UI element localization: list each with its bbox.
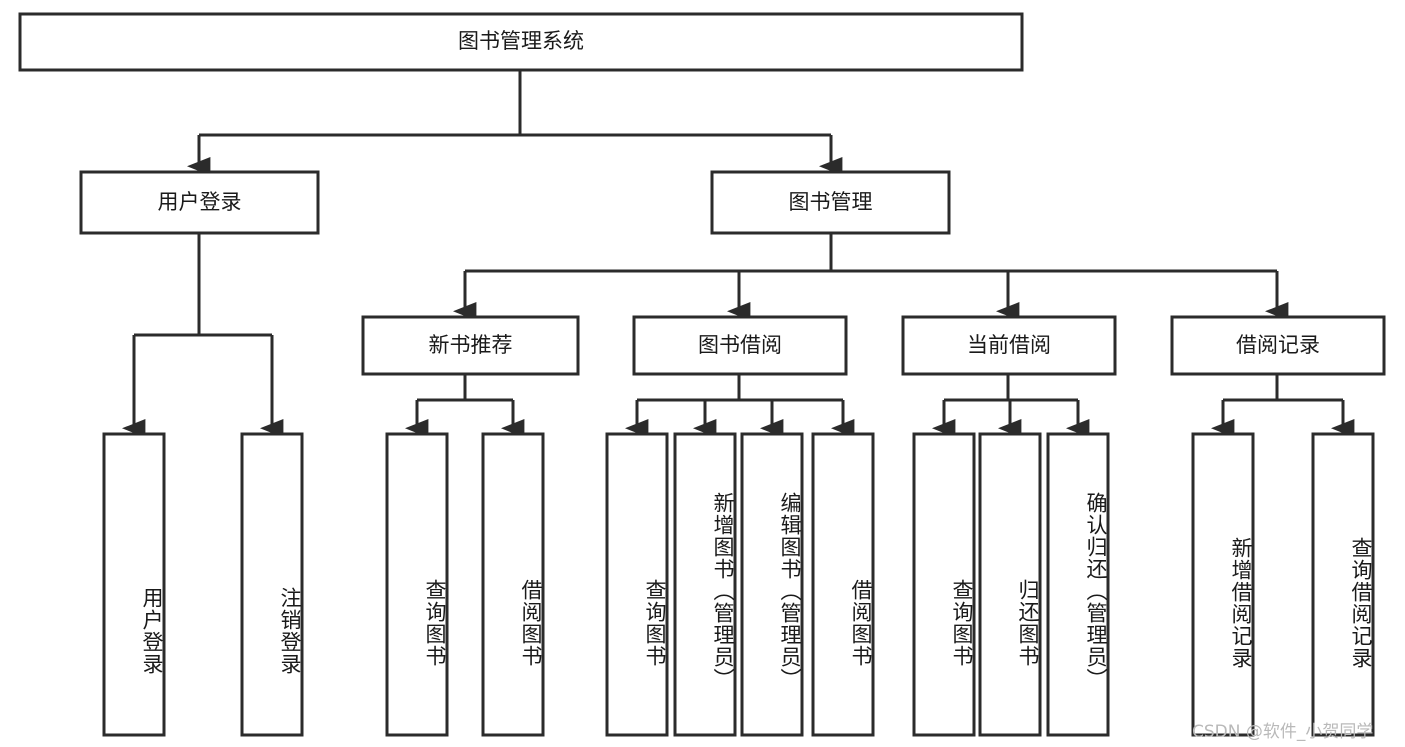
csdn-watermark: CSDN @软件_小贺同学 [1192,722,1374,742]
box-current-borrow [901,315,1117,376]
box-leaf-edit-book [740,432,804,737]
box-title-node [18,12,1024,72]
box-leaf-logout-login [240,432,304,737]
box-leaf-query-book-1 [385,432,449,737]
box-leaf-query-book-3 [912,432,976,737]
box-leaf-user-login [102,432,166,737]
box-leaf-query-record [1311,432,1375,737]
box-book-borrow [632,315,848,376]
box-leaf-borrow-book-2 [811,432,875,737]
box-leaf-add-book [673,432,737,737]
box-leaf-query-book-2 [605,432,669,737]
box-leaf-add-record [1191,432,1255,737]
box-leaf-return-book [978,432,1042,737]
connector-group [121,70,1355,438]
box-book-management [710,170,951,235]
box-leaf-confirm-return [1046,432,1110,737]
box-borrow-record [1170,315,1386,376]
box-new-book-recommend [361,315,580,376]
node-box-group [18,12,1386,737]
box-leaf-borrow-book-1 [481,432,545,737]
box-user-login [79,170,320,235]
